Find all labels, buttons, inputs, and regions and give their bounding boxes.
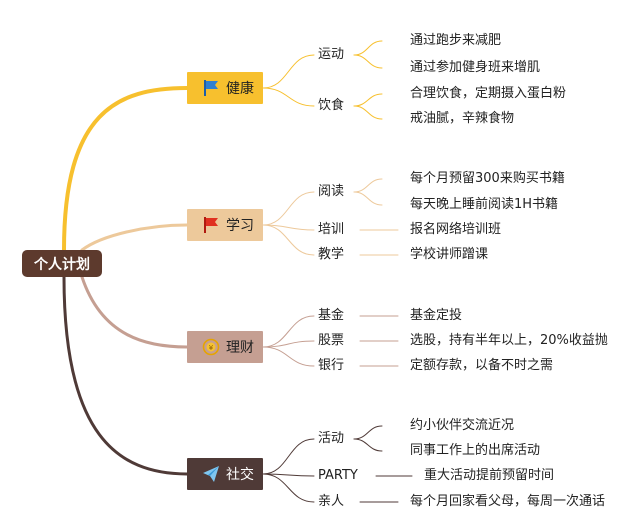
connector-study-to-child bbox=[262, 224, 315, 256]
leaf-topic[interactable]: 重大活动提前预留时间 bbox=[424, 468, 555, 483]
connector-leaf bbox=[353, 425, 383, 440]
connector-root-to-finance bbox=[80, 275, 189, 349]
red-flag-icon bbox=[202, 216, 220, 234]
connector-root-to-health bbox=[62, 86, 189, 252]
leaf-topic[interactable]: 每个月回家看父母，每周一次通话 bbox=[410, 494, 606, 509]
child-topic-item[interactable]: 股票 bbox=[318, 333, 345, 348]
child-topic-item[interactable]: 活动 bbox=[318, 431, 345, 446]
child-topic-item[interactable]: 教学 bbox=[318, 247, 345, 262]
branch-label: 社交 bbox=[226, 467, 254, 483]
leaf-topic[interactable]: 通过跑步来减肥 bbox=[410, 33, 502, 48]
branch-label: 健康 bbox=[226, 81, 254, 97]
connector-root-to-social bbox=[62, 275, 189, 476]
child-topic-item[interactable]: 基金 bbox=[318, 308, 345, 323]
connector-leaf bbox=[353, 105, 383, 120]
connector-finance-to-child bbox=[262, 340, 315, 348]
root-node[interactable]: 个人计划 bbox=[22, 250, 102, 277]
connector-social-to-child bbox=[262, 438, 315, 475]
leaf-topic[interactable]: 同事工作上的出席活动 bbox=[410, 443, 541, 458]
coin-icon: ¥ bbox=[202, 338, 220, 356]
leaf-topic[interactable]: 约小伙伴交流近况 bbox=[410, 418, 515, 433]
leaf-topic[interactable]: 基金定投 bbox=[410, 308, 463, 323]
connector-social-to-child bbox=[262, 473, 315, 503]
child-topic-party[interactable]: PARTY bbox=[318, 468, 358, 483]
branch-node-study[interactable]: 学习 bbox=[187, 209, 263, 241]
leaf-topic[interactable]: 报名网络培训班 bbox=[410, 222, 502, 237]
connector-leaf bbox=[353, 191, 383, 206]
branch-label: 理财 bbox=[226, 340, 254, 356]
child-topic-item[interactable]: 饮食 bbox=[318, 98, 345, 113]
connector-finance-to-child bbox=[262, 315, 315, 348]
branch-label: 学习 bbox=[226, 218, 254, 234]
connector-leaf bbox=[353, 178, 383, 193]
branch-node-health[interactable]: 健康 bbox=[187, 72, 263, 104]
leaf-topic[interactable]: 每个月预留300来购买书籍 bbox=[410, 171, 565, 186]
connector-root-to-study bbox=[80, 223, 189, 252]
connector-leaf bbox=[353, 54, 383, 69]
connector-health-to-child bbox=[262, 54, 315, 89]
connector-finance-to-child bbox=[262, 346, 315, 367]
connector-leaf bbox=[353, 93, 383, 107]
root-label: 个人计划 bbox=[34, 256, 90, 273]
child-topic-item[interactable]: 银行 bbox=[318, 358, 345, 373]
leaf-topic[interactable]: 合理饮食，定期摄入蛋白粉 bbox=[410, 86, 567, 101]
blue-flag-icon bbox=[202, 79, 220, 97]
paper-plane-icon bbox=[202, 465, 220, 483]
child-topic-item[interactable]: 亲人 bbox=[318, 494, 345, 509]
child-topic-item[interactable]: 培训 bbox=[318, 222, 345, 237]
leaf-topic[interactable]: 戒油腻，辛辣食物 bbox=[410, 111, 515, 126]
leaf-topic[interactable]: 选股，持有半年以上，20%收益抛 bbox=[410, 333, 608, 348]
child-topic-item[interactable]: 阅读 bbox=[318, 184, 345, 199]
leaf-topic[interactable]: 每天晚上睡前阅读1H书籍 bbox=[410, 197, 559, 212]
leaf-topic[interactable]: 通过参加健身班来增肌 bbox=[410, 60, 541, 75]
svg-text:¥: ¥ bbox=[209, 344, 214, 352]
branch-node-finance[interactable]: ¥ 理财 bbox=[187, 331, 263, 363]
connector-study-to-child bbox=[262, 191, 315, 226]
connector-leaf bbox=[353, 40, 383, 56]
connector-leaf bbox=[353, 438, 383, 452]
leaf-topic[interactable]: 学校讲师蹭课 bbox=[410, 247, 489, 262]
branch-node-social[interactable]: 社交 bbox=[187, 458, 263, 490]
connector-health-to-child bbox=[262, 87, 315, 107]
child-topic-item[interactable]: 运动 bbox=[318, 47, 345, 62]
leaf-topic[interactable]: 定额存款，以备不时之需 bbox=[410, 358, 554, 373]
